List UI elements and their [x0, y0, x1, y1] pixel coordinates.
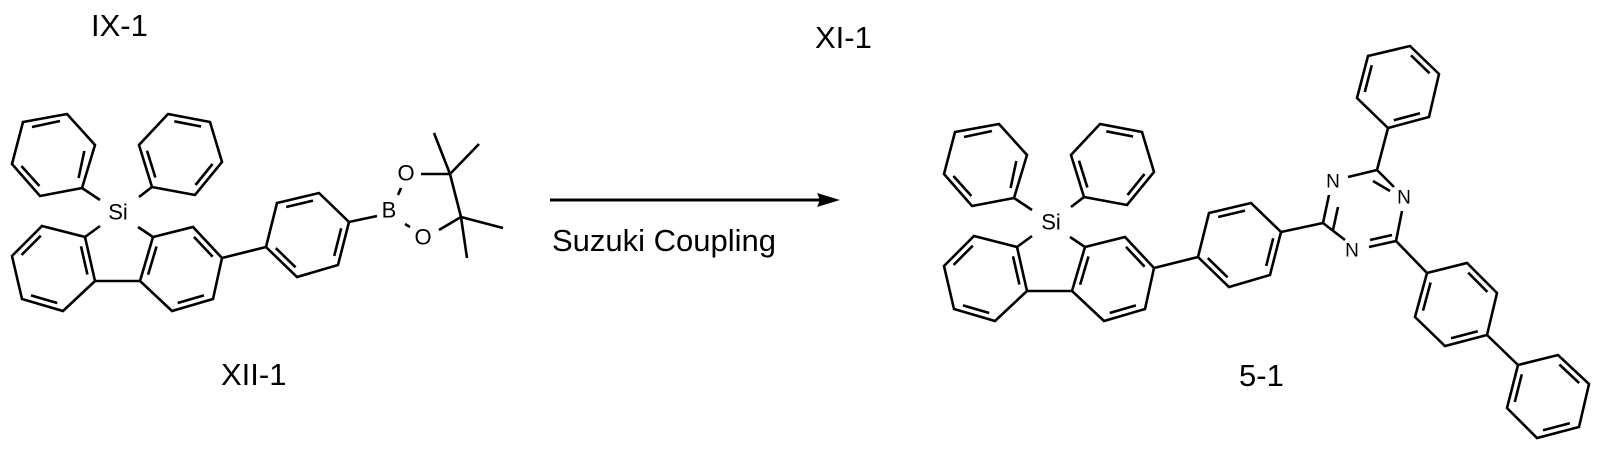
- atom-nitrogen-3: N: [1345, 241, 1359, 262]
- atom-oxygen-bottom: O: [414, 225, 431, 250]
- reaction-condition: Suzuki Coupling: [552, 223, 777, 258]
- atom-si: Si: [1041, 210, 1061, 235]
- reaction-arrow: [550, 193, 840, 207]
- label-ix-1: IX-1: [91, 8, 148, 43]
- molecule-xii-1: Si B O O: [10, 112, 504, 313]
- label-xii-1: XII-1: [221, 357, 287, 392]
- atom-boron: B: [382, 198, 397, 223]
- atom-oxygen-top: O: [397, 161, 414, 186]
- label-xi-1: XI-1: [815, 20, 872, 55]
- label-5-1: 5-1: [1239, 358, 1284, 393]
- atom-nitrogen-2: N: [1397, 188, 1411, 209]
- atom-si: Si: [108, 200, 128, 225]
- molecule-5-1: Si N N N: [942, 44, 1591, 440]
- atom-nitrogen-1: N: [1326, 172, 1340, 193]
